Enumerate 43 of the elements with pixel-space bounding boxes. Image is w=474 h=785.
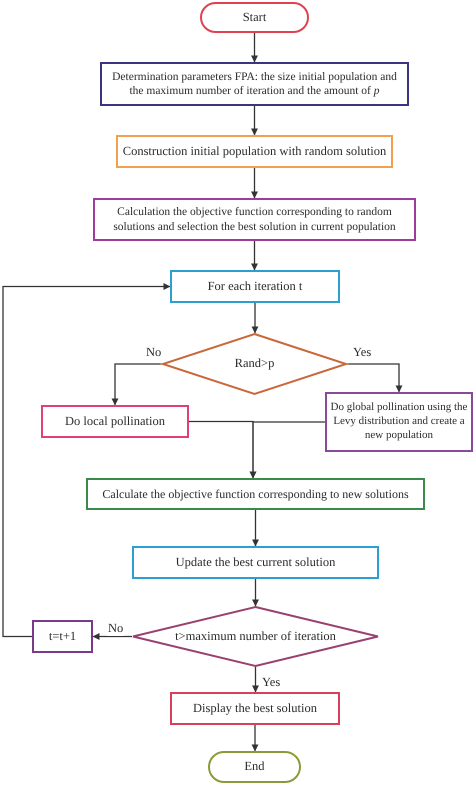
arrow bbox=[92, 633, 132, 640]
node-text: t=t+1 bbox=[48, 628, 76, 644]
node-text: Calculate the objective function corresponding to new solutions bbox=[102, 486, 409, 502]
process-box bbox=[86, 478, 425, 510]
arrow bbox=[112, 363, 162, 406]
process-box bbox=[32, 620, 93, 653]
arrow bbox=[250, 421, 325, 478]
process-box bbox=[100, 62, 409, 106]
decision-diamond bbox=[162, 333, 347, 395]
process-box bbox=[170, 692, 340, 725]
node-text: Do global pollination using the Levy distribution and create a new population bbox=[330, 401, 468, 443]
process-box bbox=[170, 270, 340, 303]
arrow bbox=[252, 510, 259, 546]
node-text: Calculation the objective function corresponding to random solutions and selection the best solution in current population bbox=[112, 205, 397, 234]
node-text: Update the best current solution bbox=[176, 554, 336, 570]
arrow bbox=[251, 241, 258, 270]
arrow bbox=[251, 168, 258, 198]
arrow bbox=[252, 667, 259, 692]
terminal-box bbox=[208, 751, 301, 783]
arrow bbox=[2, 283, 170, 638]
process-box bbox=[325, 392, 473, 452]
edge-label: No bbox=[107, 622, 124, 636]
node-text: For each iteration t bbox=[208, 278, 302, 294]
arrow bbox=[252, 303, 258, 334]
node-text: Rand>p bbox=[234, 356, 274, 372]
node-text: Determination parameters FPA: the size initial population and the maximum number of iteration and the amount of p bbox=[111, 70, 398, 98]
arrow bbox=[251, 33, 258, 62]
node-text: Start bbox=[242, 10, 266, 26]
node-text: Display the best solution bbox=[193, 700, 317, 716]
arrow bbox=[347, 363, 402, 392]
terminal-box bbox=[200, 2, 309, 33]
decision-diamond bbox=[132, 606, 379, 667]
node-text: End bbox=[244, 759, 265, 775]
arrow bbox=[252, 725, 258, 752]
node-text: t>maximum number of iteration bbox=[175, 628, 336, 644]
process-box bbox=[132, 546, 379, 579]
process-box bbox=[116, 135, 393, 168]
arrow bbox=[251, 106, 258, 136]
process-box bbox=[41, 405, 189, 438]
process-box bbox=[93, 198, 416, 241]
node-text: Construction initial population with random solution bbox=[122, 144, 386, 160]
arrow bbox=[252, 579, 259, 606]
node-text: Do local pollination bbox=[65, 414, 165, 430]
